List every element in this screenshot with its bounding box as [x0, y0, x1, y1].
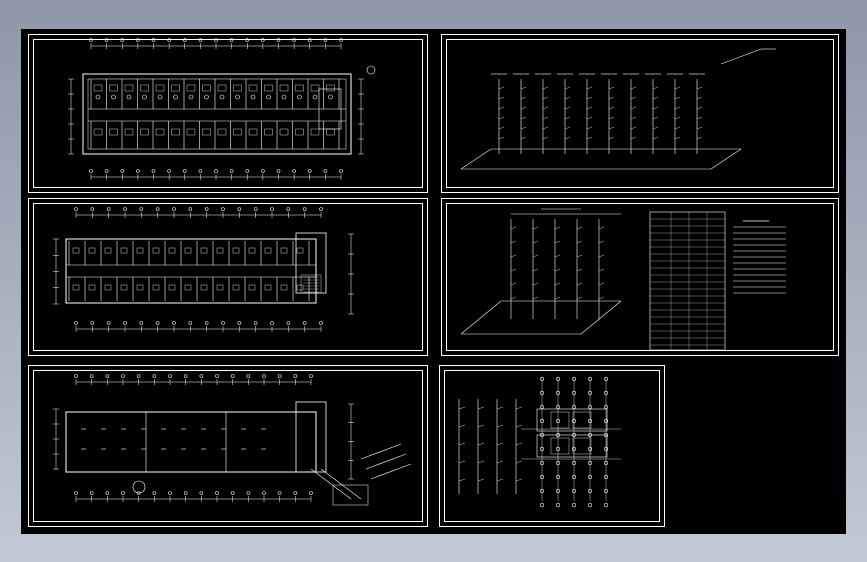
sheet-riser-details[interactable]	[439, 365, 665, 527]
sheet-floor-plan-3[interactable]	[28, 365, 428, 527]
sheet-floor-plan-1[interactable]	[28, 34, 428, 193]
cad-model-space	[21, 29, 846, 534]
sheet-isometric-riser-1[interactable]	[441, 34, 839, 193]
sheet-isometric-riser-2[interactable]	[441, 198, 839, 356]
cad-linework	[53, 38, 786, 508]
sheet-floor-plan-2[interactable]	[28, 198, 428, 356]
